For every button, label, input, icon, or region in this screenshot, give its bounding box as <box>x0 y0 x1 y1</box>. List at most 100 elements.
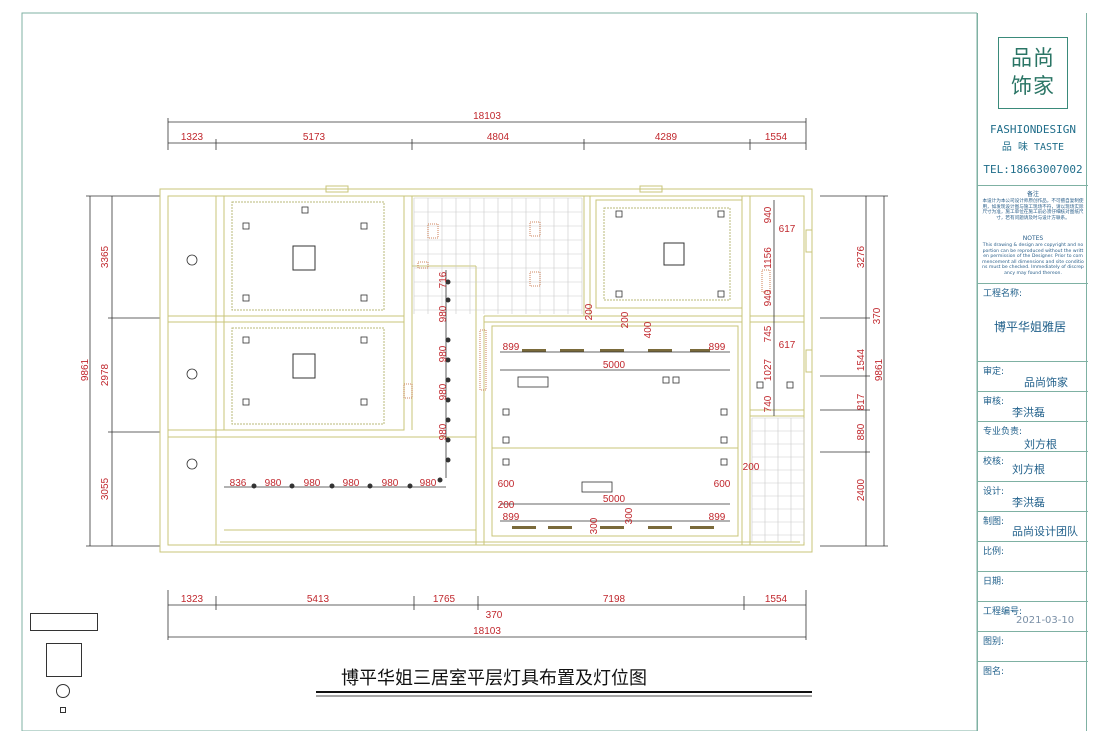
small-dim-6: 300 <box>624 507 635 524</box>
corridor-h-dim-2: 980 <box>304 478 321 489</box>
corridor-h-dim-1: 980 <box>265 478 282 489</box>
right-room-dim-3: 617 <box>779 224 796 235</box>
check-label: 校核: <box>983 457 1005 467</box>
bottom-dimensions: 1323 5413 1765 7198 1554 370 18103 <box>167 590 807 640</box>
project-label: 工程名称: <box>983 289 1023 299</box>
lead-value: 刘方根 <box>1024 438 1057 451</box>
round-light-icon <box>186 368 198 380</box>
legend-linear-light <box>30 613 98 631</box>
right-dim-offset: 370 <box>872 307 883 324</box>
spotlight-icon <box>445 417 451 423</box>
review-label: 审定: <box>983 367 1005 377</box>
downlight-icon <box>242 336 250 344</box>
inner-dimensions: 716 980 980 980 980 836 980 980 980 980 … <box>224 200 796 534</box>
corridor-v-dim-4: 980 <box>438 423 449 440</box>
check-value: 刘方根 <box>1012 463 1045 476</box>
top-dim-2: 4804 <box>487 132 510 143</box>
right-room-dim-0: 940 <box>763 206 774 223</box>
company-phone: TEL:18663007002 <box>983 163 1083 176</box>
small-dim-2: 400 <box>643 321 654 338</box>
bottom-dim-2: 1765 <box>433 594 456 605</box>
vent-icon <box>529 271 541 287</box>
scale-label: 比例: <box>983 547 1005 557</box>
linear-light-icon <box>600 526 624 529</box>
downlight-icon <box>717 210 725 218</box>
vent-icon <box>403 383 413 399</box>
logo-line-1: 品尚 <box>1011 46 1055 70</box>
number-value: 2021-03-10 <box>1016 615 1075 626</box>
living-side-dim-1: 600 <box>714 479 731 490</box>
project-name: 博平华姐雅居 <box>994 320 1067 334</box>
downlight-icon <box>720 458 728 466</box>
living-top-dim-1: 5000 <box>603 360 626 371</box>
right-dim-2: 817 <box>856 393 867 410</box>
plan-walls <box>159 185 813 553</box>
spotlight-icon <box>251 483 257 489</box>
spotlight-icon <box>445 357 451 363</box>
downlight-icon <box>786 381 794 389</box>
corridor-h-dim-4: 980 <box>382 478 399 489</box>
date-label: 日期: <box>983 577 1005 587</box>
linear-light-icon <box>600 349 624 352</box>
audit-value: 李洪磊 <box>1012 406 1045 419</box>
downlight-icon <box>502 458 510 466</box>
downlight-icon <box>717 290 725 298</box>
right-dim-1: 1544 <box>856 348 867 371</box>
vent-icon <box>417 261 429 269</box>
legend-spotlight-icon <box>60 707 66 713</box>
spotlight-icon <box>445 437 451 443</box>
living-light-panel <box>517 376 549 388</box>
brand-english: FASHIONDESIGN <box>989 123 1077 136</box>
ceiling-light-bedroom-1 <box>292 245 316 271</box>
downlight-icon <box>242 222 250 230</box>
design-value: 李洪磊 <box>1012 496 1045 509</box>
downlight-icon <box>615 290 623 298</box>
right-room-dim-5: 1027 <box>763 358 774 381</box>
left-dim-0: 3365 <box>100 245 111 268</box>
left-dim-1: 2978 <box>100 363 111 386</box>
legend-ceiling-light <box>46 643 82 677</box>
tile-grid-right <box>751 417 805 542</box>
linear-light-icon <box>548 526 572 529</box>
downlight-icon <box>720 408 728 416</box>
spotlight-icon <box>445 279 451 285</box>
scale-row: 比例: <box>978 541 1088 571</box>
legend-downlight-icon <box>56 684 70 698</box>
vent-icon <box>761 269 771 293</box>
ceiling-light-bedroom-2 <box>292 353 316 379</box>
logo-line-2: 饰家 <box>1011 74 1055 98</box>
ceiling-light-bedroom-3 <box>663 242 685 266</box>
drawing-no-label: 图别: <box>983 637 1005 647</box>
downlight-icon <box>502 436 510 444</box>
round-light-icon <box>186 254 198 266</box>
linear-light-icon <box>690 349 710 352</box>
check-row: 校核: 刘方根 <box>978 451 1088 481</box>
number-label: 工程编号: <box>983 607 1023 617</box>
bottom-dim-0: 1323 <box>181 594 204 605</box>
spotlight-icon <box>437 477 443 483</box>
spotlight-icon <box>407 483 413 489</box>
corridor-v-dim-2: 980 <box>438 345 449 362</box>
right-room-dim-6: 740 <box>763 395 774 412</box>
downlight-icon <box>242 398 250 406</box>
tile-grid-top <box>413 197 583 314</box>
top-total-dim: 18103 <box>473 111 501 122</box>
design-label: 设计: <box>983 487 1005 497</box>
top-dimensions: 18103 1323 5173 4804 4289 1554 <box>167 111 807 150</box>
drawing-frame <box>21 12 977 731</box>
spotlight-icon <box>329 483 335 489</box>
bottom-dim-offset: 370 <box>486 610 503 621</box>
spotlight-icon <box>289 483 295 489</box>
corridor-h-dim-3: 980 <box>343 478 360 489</box>
review-row: 审定: 品尚饰家 <box>978 361 1088 391</box>
downlight-icon <box>720 436 728 444</box>
number-row: 工程编号: 2021-03-10 <box>978 601 1088 631</box>
living-side-dim-0: 600 <box>498 479 515 490</box>
small-dim-1: 200 <box>620 311 631 328</box>
downlight-icon <box>360 398 368 406</box>
design-row: 设计: 李洪磊 <box>978 481 1088 511</box>
right-room-dim-1: 1156 <box>763 247 774 269</box>
drawing-name-row: 图名: <box>978 661 1088 731</box>
round-light-icon <box>186 458 198 470</box>
living-bottom-dim-0: 899 <box>503 512 520 523</box>
